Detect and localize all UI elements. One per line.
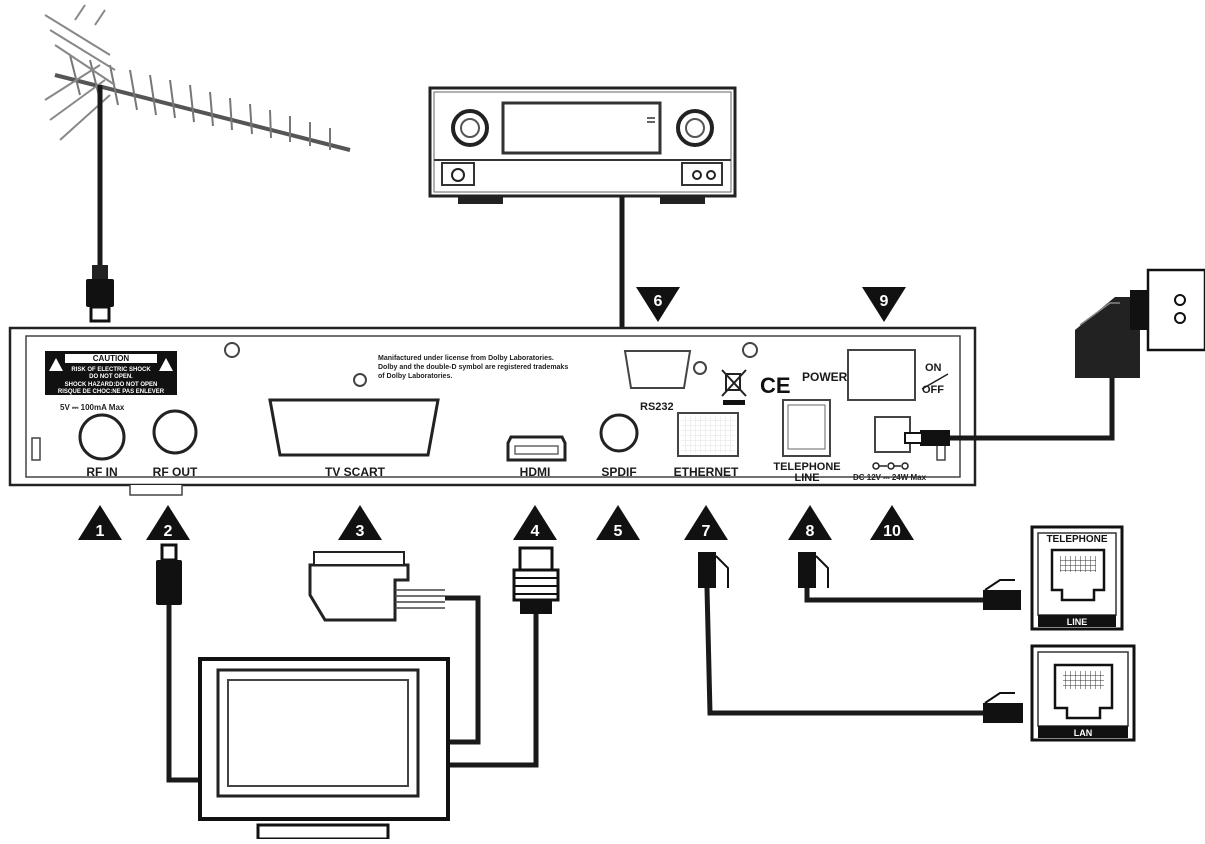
ethernet-plug (698, 552, 729, 588)
caution-line1: RISK OF ELECTRIC SHOCK (71, 367, 151, 373)
hdmi-label: HDMI (520, 465, 551, 479)
marker-7-label: 7 (702, 523, 711, 540)
rs232-label: RS232 (640, 401, 674, 413)
marker-6-label: 6 (654, 293, 663, 310)
marker-10-label: 10 (883, 523, 901, 540)
telephone-end-plug (983, 579, 1021, 610)
power-off-label: OFF (922, 384, 944, 396)
telephone-socket-label: LINE (1067, 617, 1088, 627)
dolby-notice: Manifactured under license from Dolby La… (378, 355, 568, 380)
spdif-port (599, 413, 639, 453)
lan-socket-label: LAN (1074, 728, 1093, 738)
ethernet-label: ETHERNET (674, 465, 739, 479)
marker-6: 6 (636, 287, 680, 322)
ethernet-cable (704, 587, 983, 716)
antenna (44, 4, 351, 323)
marker-9-label: 9 (880, 293, 889, 310)
rf-in-label: RF IN (86, 465, 117, 479)
tv-scart-label: TV SCART (325, 465, 386, 479)
telephone-plug (798, 552, 829, 588)
marker-8-label: 8 (806, 523, 815, 540)
scart-cable (445, 595, 481, 745)
rf-out-label: RF OUT (153, 465, 198, 479)
hdmi-port (506, 435, 567, 462)
marker-7: 7 (684, 505, 728, 540)
warning-icon (159, 358, 173, 371)
power-label: POWER (802, 370, 848, 384)
dc-label: DC 12V ⎓ 24W Max (853, 473, 927, 482)
rf-rating: 5V ⎓ 100mA Max (60, 403, 125, 412)
telephone-line-port (782, 399, 831, 457)
dolby-line2: Dolby and the double-D symbol are regist… (378, 364, 568, 371)
rf-in-port (78, 413, 126, 461)
marker-3: 3 (338, 505, 382, 540)
marker-1: 1 (78, 505, 122, 540)
caution-line4: RISQUE DE CHOC:NE PAS ENLEVER (58, 389, 165, 395)
marker-5-label: 5 (614, 523, 623, 540)
ce-mark: CE (760, 373, 791, 398)
caution-label: CAUTION RISK OF ELECTRIC SHOCK DO NOT OP… (45, 351, 177, 395)
dolby-line1: Manifactured under license from Dolby La… (378, 355, 554, 362)
tv-scart-port (268, 398, 440, 457)
marker-1-label: 1 (96, 523, 105, 540)
spdif-label: SPDIF (601, 465, 636, 479)
caution-line2: DO NOT OPEN. (89, 374, 133, 380)
lan-wall-socket: LAN (1030, 644, 1136, 742)
marker-8: 8 (788, 505, 832, 540)
rs232-port (623, 350, 692, 389)
wall-outlet (1146, 268, 1205, 352)
caution-line3: SHOCK HAZARD:DO NOT OPEN (65, 382, 158, 388)
warning-icon (49, 358, 63, 371)
power-on-label: ON (925, 362, 942, 374)
marker-5: 5 (596, 505, 640, 540)
marker-3-label: 3 (356, 523, 365, 540)
scart-plug (308, 551, 445, 622)
dolby-line3: of Dolby Laboratories. (378, 373, 452, 380)
rf-out-plug (156, 543, 182, 605)
hdmi-plug (512, 546, 560, 614)
marker-10: 10 (870, 505, 914, 540)
telephone-line-label-1: TELEPHONE (773, 461, 840, 473)
marker-4-label: 4 (531, 523, 540, 540)
telephone-line-label-2: LINE (794, 472, 819, 484)
rf-out-port (152, 409, 198, 455)
marker-2-label: 2 (164, 523, 173, 540)
caution-title: CAUTION (93, 354, 130, 363)
marker-9: 9 (862, 287, 906, 322)
power-switch (847, 349, 916, 401)
weee-bin-icon (721, 369, 747, 405)
marker-4: 4 (513, 505, 557, 540)
telephone-wall-socket: TELEPHONE LINE (1030, 525, 1124, 631)
rf-out-cable (166, 605, 200, 783)
marker-2: 2 (146, 505, 190, 540)
av-receiver (428, 86, 737, 204)
ethernet-end-plug (983, 692, 1023, 723)
telephone-socket-title: TELEPHONE (1046, 534, 1107, 545)
hdmi-cable (448, 614, 539, 768)
telephone-cable (804, 588, 983, 603)
television (198, 657, 450, 841)
dc-polarity-icon (872, 462, 909, 470)
power-cable (945, 378, 1115, 441)
